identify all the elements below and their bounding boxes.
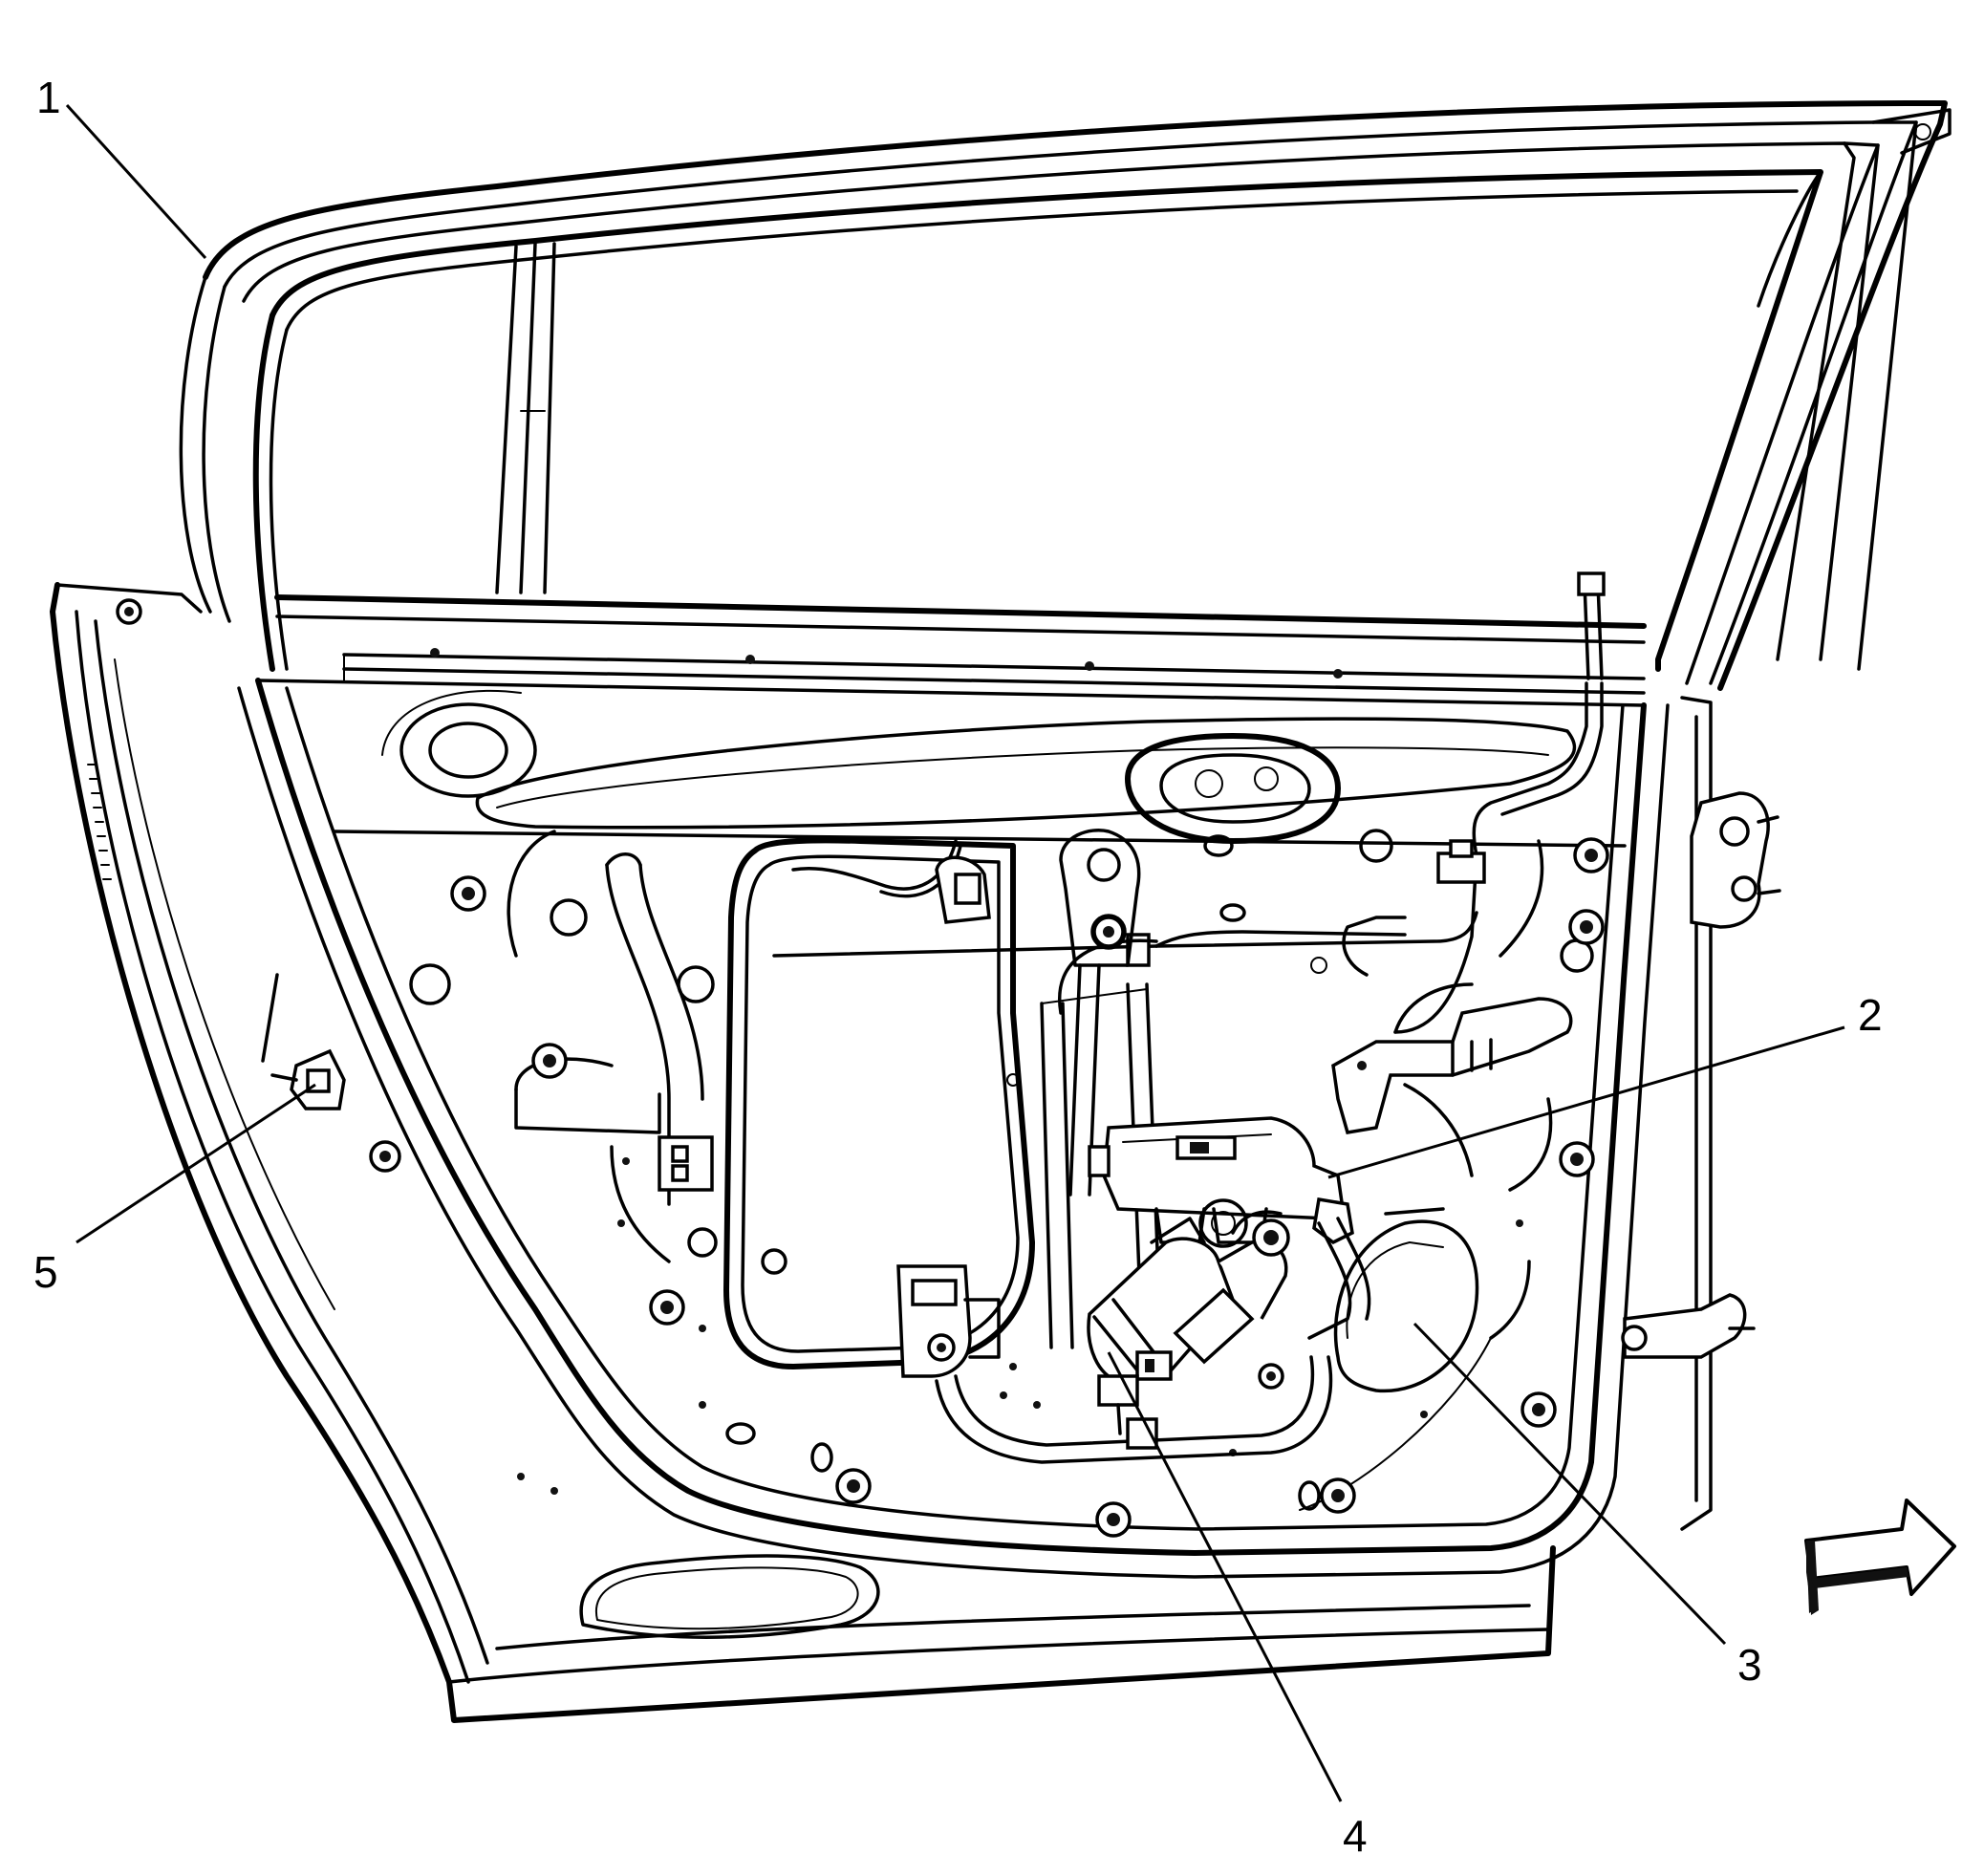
inside-lock-link-bracket: [1331, 997, 1573, 1134]
door-window-frame: [179, 100, 1952, 691]
callout-labels: 1 2 3 4 5: [33, 73, 1883, 1861]
part-4-regulator-motor: [1087, 1198, 1290, 1450]
inner-panel-features: [116, 598, 1627, 1538]
callout-5: 5: [33, 1247, 58, 1297]
door-cables: [772, 681, 1604, 1034]
belt-line-strip: [256, 571, 1647, 707]
forward-arrow-icon: [1804, 1499, 1956, 1615]
part-2-regulator-bracket: [1088, 1116, 1371, 1340]
callout-4: 4: [1343, 1811, 1368, 1861]
door-outer-shell: [50, 582, 1713, 1723]
callout-3: 3: [1737, 1640, 1762, 1690]
leader-4: [1107, 1351, 1343, 1802]
callout-2: 2: [1858, 990, 1883, 1040]
lower-left-bracket: [896, 1264, 1001, 1378]
panel-fasteners: [116, 598, 1609, 1538]
leader-2: [1327, 1025, 1845, 1179]
callout-leaders: [65, 103, 1845, 1802]
leader-3: [1413, 1322, 1727, 1646]
upper-lock-bracket: [935, 829, 1141, 1197]
leader-1: [65, 103, 207, 260]
callout-1: 1: [36, 73, 61, 122]
leader-5: [75, 1083, 316, 1244]
door-hinges: [1621, 791, 1781, 1359]
part-5-latch-clip: [261, 973, 346, 1111]
